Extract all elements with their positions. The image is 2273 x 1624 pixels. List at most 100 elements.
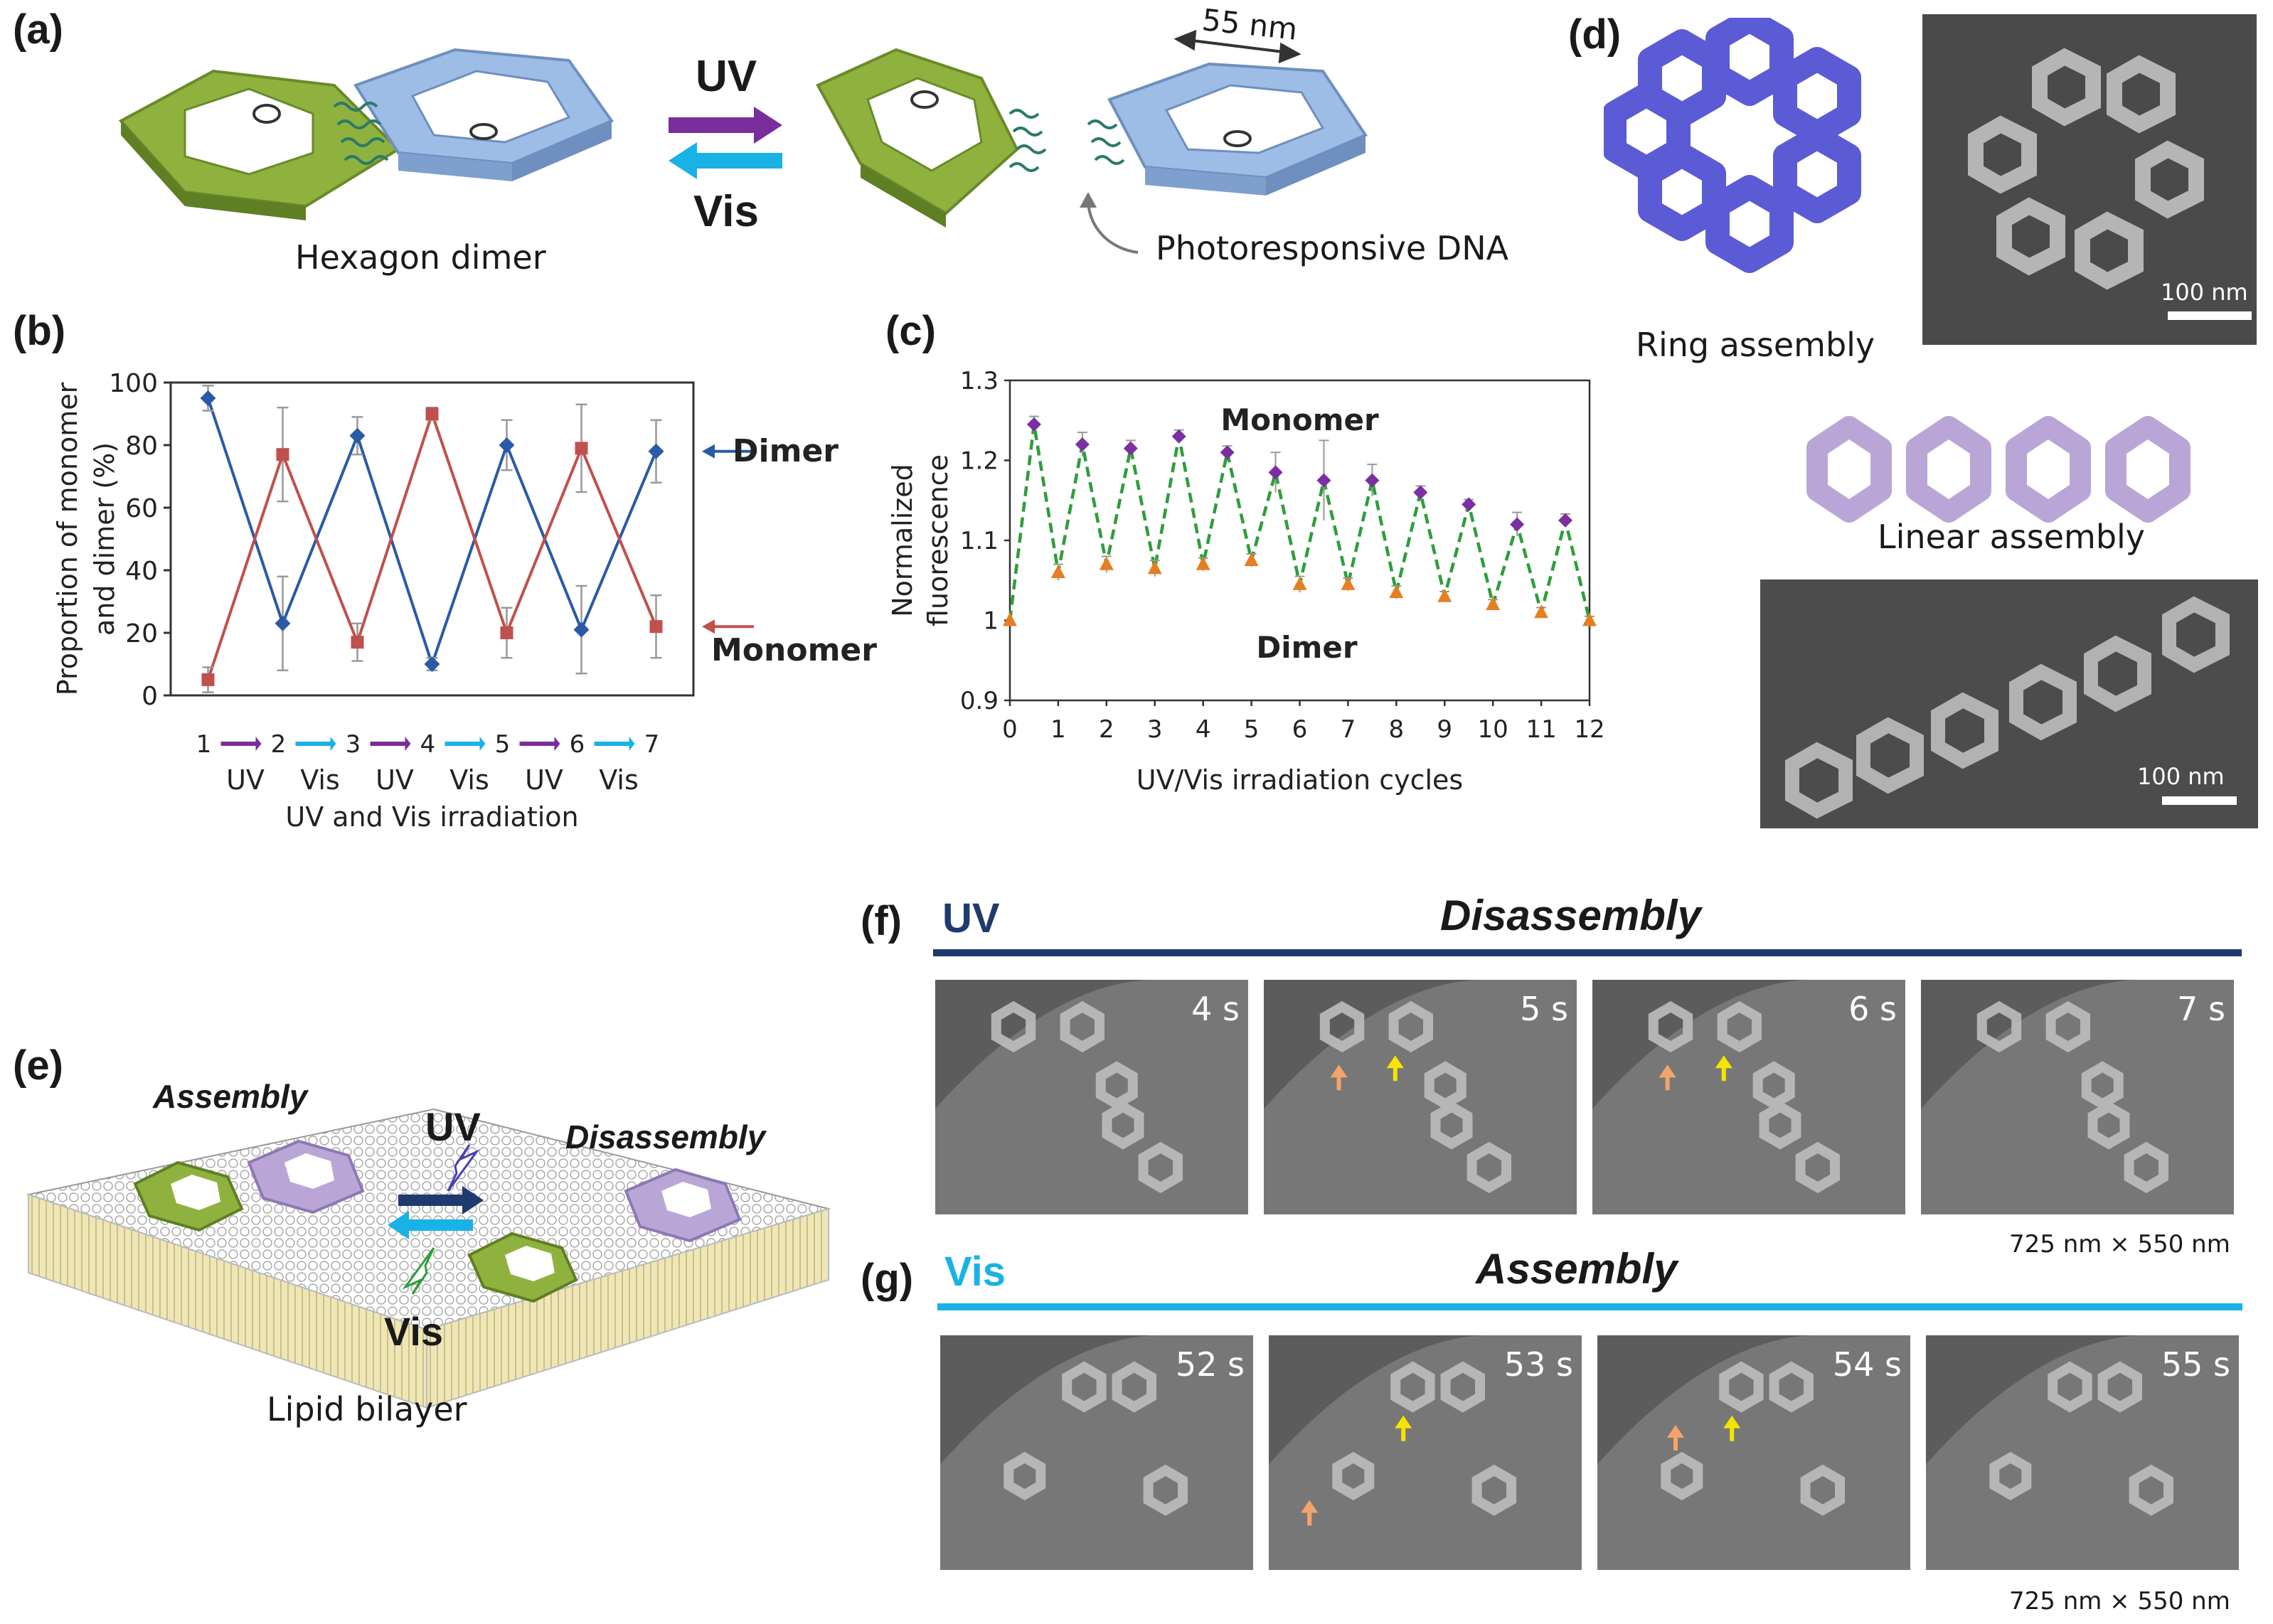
afm-tile xyxy=(1424,1061,1466,1110)
ring-hexagon xyxy=(1773,125,1861,223)
chart-c-point-dimer xyxy=(1147,560,1162,575)
chart-b-step-arrowhead xyxy=(255,737,262,751)
linear-assembly-caption: Linear assembly xyxy=(1878,518,2146,556)
chart-c-point-dimer xyxy=(1099,556,1114,570)
membrane-assembly-label: Assembly xyxy=(153,1078,308,1115)
chart-b-xlabel: UV and Vis irradiation xyxy=(285,801,578,833)
chart-b-point-dimer xyxy=(200,390,216,406)
afm-frame-image xyxy=(1269,1335,1582,1570)
chart-b-ytick-label: 40 xyxy=(125,557,158,586)
chart-b-step-label: UV xyxy=(226,764,265,796)
chart-c-annotation-monomer: Monomer xyxy=(1220,402,1379,437)
chart-b-point-monomer xyxy=(351,636,364,649)
lipid-bilayer-caption: Lipid bilayer xyxy=(267,1390,467,1428)
chart-c-point-monomer xyxy=(1316,473,1331,488)
scale-bar-bottom xyxy=(2162,796,2237,805)
afm-tile xyxy=(1319,1000,1365,1053)
afm-tile xyxy=(1759,1101,1801,1150)
afm-tile xyxy=(2048,1361,2092,1413)
afm-frame-time: 7 s xyxy=(2177,990,2225,1028)
panel-g-mode: Vis xyxy=(944,1249,1006,1295)
afm-tile xyxy=(2045,1000,2090,1053)
chart-c-xtick-label: 9 xyxy=(1437,715,1452,744)
chart-b-xtick-label: 3 xyxy=(346,730,361,759)
ring-hexagon xyxy=(1604,82,1691,181)
membrane-uv-label: UV xyxy=(425,1104,481,1149)
membrane-lilac-tile-right xyxy=(624,1168,742,1243)
chart-b-callout-head xyxy=(702,619,715,634)
afm-tile xyxy=(1717,1000,1762,1053)
chart-c-point-monomer xyxy=(1365,473,1380,488)
ring-assembly-diagram xyxy=(1604,18,1861,273)
chart-c-point-dimer xyxy=(1534,604,1549,619)
chart-c-ytick-label: 1 xyxy=(983,607,999,636)
afm-frame-time: 4 s xyxy=(1191,990,1240,1028)
row-g-frame: 52 s xyxy=(940,1335,1253,1570)
chart-c-xtick-label: 5 xyxy=(1244,715,1260,744)
dna-dangling-blue xyxy=(1087,119,1125,165)
afm-frame-image xyxy=(940,1335,1253,1570)
row-g-frame: 53 s xyxy=(1269,1335,1582,1570)
chart-b-step-label: UV xyxy=(525,764,563,796)
afm-tile xyxy=(2124,1141,2168,1194)
panel-g-title: Assembly xyxy=(1476,1245,1678,1293)
afm-tile xyxy=(1648,1000,1693,1053)
afm-tile xyxy=(1976,1000,2022,1053)
green-monomer-tile xyxy=(816,48,1019,228)
chart-c-xtick-label: 3 xyxy=(1147,715,1163,744)
afm-frame-image xyxy=(1592,980,1905,1214)
chart-b-point-monomer xyxy=(425,407,439,420)
membrane-green-tile-right xyxy=(467,1232,578,1303)
width-arrow xyxy=(1173,29,1301,64)
chart-b-series-label-dimer: Dimer xyxy=(733,433,839,469)
row-g-frame: 55 s xyxy=(1926,1335,2239,1570)
membrane-vis-label: Vis xyxy=(384,1309,444,1354)
chart-c-xtick-label: 6 xyxy=(1292,715,1308,744)
membrane-disassembly-label: Disassembly xyxy=(565,1118,766,1155)
chart-c-point-dimer xyxy=(1437,588,1452,602)
afm-tile xyxy=(1390,1361,1435,1413)
chart-c-point-dimer xyxy=(1486,597,1501,610)
chart-b-series-label-monomer: Monomer xyxy=(711,632,877,668)
chart-c-xtick-label: 2 xyxy=(1099,715,1114,744)
chart-b-ytick-label: 20 xyxy=(125,619,158,648)
afm-tile xyxy=(1795,1141,1840,1194)
afm-marker-arrow xyxy=(1386,1055,1404,1081)
afm-frame-image xyxy=(935,980,1248,1214)
afm-frame-image xyxy=(1926,1335,2239,1570)
chart-b-point-monomer xyxy=(575,442,588,455)
chart-b-step-arrowhead xyxy=(330,737,336,751)
panel-f-label: (f) xyxy=(861,898,902,944)
panel-g-label: (g) xyxy=(861,1256,914,1302)
blue-monomer-tile xyxy=(1107,62,1368,196)
afm-frame-image xyxy=(1921,980,2234,1214)
callout-curve xyxy=(1087,198,1139,254)
chart-b-point-dimer xyxy=(275,615,291,631)
afm-tile xyxy=(1060,1000,1104,1053)
uv-arrow-right xyxy=(669,107,782,144)
chart-c-xtick-label: 4 xyxy=(1196,715,1211,744)
afm-tile xyxy=(1138,1141,1183,1194)
chart-c-ytick-label: 0.9 xyxy=(960,687,999,715)
chart-c-xtick-label: 0 xyxy=(1002,715,1018,744)
chart-c-point-monomer xyxy=(1075,437,1090,452)
chart-c-xtick-label: 7 xyxy=(1341,715,1356,744)
chart-b-point-dimer xyxy=(573,621,590,638)
scale-label-top: 100 nm xyxy=(2161,279,2248,306)
afm-tile xyxy=(1769,1361,1814,1413)
green-hexagon-tile xyxy=(118,69,401,220)
afm-tiles xyxy=(1319,1000,1511,1194)
afm-tile xyxy=(1800,1464,1845,1516)
afm-frame-image xyxy=(1597,1335,1910,1570)
chart-b-ylabel-1: Proportion of monomer xyxy=(52,382,83,695)
afm-marker-arrow xyxy=(1395,1415,1412,1441)
panel-g-scan-size: 725 nm × 550 nm xyxy=(2009,1587,2230,1615)
chart-c-xtick-label: 8 xyxy=(1389,715,1405,744)
chart-c-point-monomer xyxy=(1413,485,1428,500)
chart-c-point-monomer xyxy=(1268,465,1283,480)
afm-tile xyxy=(991,1000,1036,1053)
afm-marker-arrow xyxy=(1715,1055,1732,1081)
chart-b-step-arrowhead xyxy=(629,737,635,751)
chart-b-step-arrowhead xyxy=(554,737,560,751)
